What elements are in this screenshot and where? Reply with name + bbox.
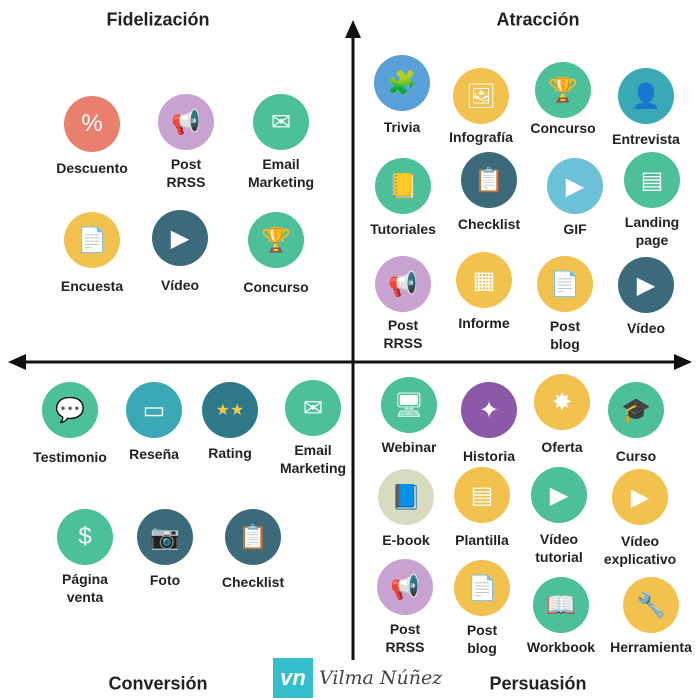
trophy-icon: 🏆 <box>248 212 304 268</box>
graduation-cap-icon: 🎓 <box>608 382 664 438</box>
horizontal-axis-left-arrow <box>8 354 26 370</box>
blog-document-icon: 📄 <box>537 256 593 312</box>
item-label: Checklist <box>221 574 285 590</box>
item-label: Concurso <box>243 279 309 295</box>
megaphone-icon: 📢 <box>375 256 431 312</box>
video-tutorial-icon: ▶ <box>531 467 587 523</box>
open-book-icon: 📖 <box>533 577 589 633</box>
item-label: Descuento <box>56 160 128 176</box>
review-card-icon: ▭ <box>126 382 182 438</box>
offer-burst-icon: ✸ <box>534 374 590 430</box>
blog-document-icon: 📄 <box>454 560 510 616</box>
quadrant-title-conversion: Conversión <box>108 673 208 694</box>
item-label: Trivia <box>383 119 421 135</box>
megaphone-icon: 📢 <box>377 559 433 615</box>
video-player-icon: ▶ <box>612 469 668 525</box>
play-icon: ▶ <box>152 210 208 266</box>
monitor-icon: 🖥 <box>381 377 437 433</box>
puzzle-icon: 🧩 <box>374 55 430 111</box>
interview-icon: 👤 <box>618 68 674 124</box>
clipboard-icon: 📋 <box>461 152 517 208</box>
item-label: Plantilla <box>455 532 509 548</box>
person-speech-icon: 💬 <box>42 382 98 438</box>
envelope-icon: ✉ <box>253 94 309 150</box>
item-label: Infografía <box>449 129 513 145</box>
magic-wand-icon: ✦ <box>461 382 517 438</box>
image-play-icon: ▶ <box>547 158 603 214</box>
stars-icon: ★★ <box>202 382 258 438</box>
item-label: Checklist <box>457 216 521 232</box>
megaphone-icon: 📢 <box>158 94 214 150</box>
infographic-icon: 🖼 <box>453 68 509 124</box>
notebook-icon: 📒 <box>375 158 431 214</box>
landing-page-icon: ▤ <box>624 152 680 208</box>
item-label: Foto <box>149 572 181 588</box>
item-label: Tutoriales <box>370 221 436 237</box>
item-label: E-book <box>382 532 430 548</box>
horizontal-axis-right-arrow <box>674 354 692 370</box>
quadrant-title-fidelizacion: Fidelización <box>106 9 210 30</box>
item-label: Entrevista <box>612 131 680 147</box>
template-icon: ▤ <box>454 467 510 523</box>
brand-logo: vn Vilma Núñez <box>273 658 442 698</box>
brand-name: Vilma Núñez <box>319 667 443 689</box>
brand-mark: vn <box>273 658 313 698</box>
survey-document-icon: 📄 <box>64 212 120 268</box>
ebook-icon: 📘 <box>378 469 434 525</box>
item-label: Herramienta <box>610 639 692 655</box>
item-label: Vídeo <box>160 277 200 293</box>
trophy-icon: 🏆 <box>535 62 591 118</box>
quadrant-title-atraccion: Atracción <box>496 9 580 30</box>
clipboard-icon: 📋 <box>225 509 281 565</box>
item-label: GIF <box>563 221 587 237</box>
item-label: Rating <box>208 445 252 461</box>
item-label: Curso <box>615 448 657 464</box>
item-label: Testimonio <box>33 449 107 465</box>
item-label: Informe <box>458 315 510 331</box>
sales-page-icon: $ <box>57 509 113 565</box>
item-label: Reseña <box>129 446 179 462</box>
play-icon: ▶ <box>618 257 674 313</box>
quadrant-title-persuasion: Persuasión <box>489 673 587 694</box>
vertical-axis-arrow <box>345 20 361 38</box>
item-label: Vídeo <box>626 320 666 336</box>
camera-photo-icon: 📷 <box>137 509 193 565</box>
item-label: Workbook <box>526 639 596 655</box>
item-label: Historia <box>462 448 516 464</box>
item-label: Oferta <box>541 439 583 455</box>
tools-icon: 🔧 <box>623 577 679 633</box>
item-label: Encuesta <box>60 278 124 294</box>
envelope-icon: ✉ <box>285 380 341 436</box>
discount-tag-icon: % <box>64 96 120 152</box>
item-label: Webinar <box>381 439 437 455</box>
spreadsheet-icon: ▦ <box>456 252 512 308</box>
item-label: Concurso <box>530 120 596 136</box>
